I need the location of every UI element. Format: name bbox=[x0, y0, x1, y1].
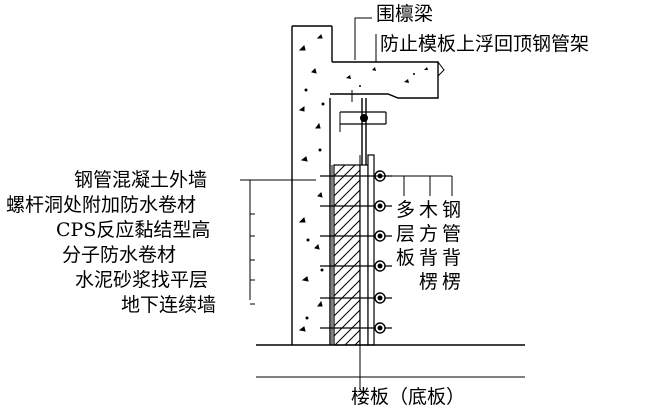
leader-lines-right bbox=[372, 175, 453, 196]
label-diaphragm-wall: 地下连续墙 bbox=[121, 294, 216, 316]
label-bolt-hole-membrane: 螺杆洞处附加防水卷材 bbox=[6, 194, 196, 216]
bolt-row-6 bbox=[320, 322, 392, 334]
support-frame-shape bbox=[339, 98, 387, 166]
label-cps-line1: CPS反应黏结型高 bbox=[56, 219, 210, 241]
leader-lines-top bbox=[351, 17, 377, 102]
svg-text:楞: 楞 bbox=[442, 271, 461, 293]
leader-lines-left bbox=[240, 179, 316, 305]
svg-text:多: 多 bbox=[396, 199, 415, 221]
label-anti-float-frame: 防止模板上浮回顶钢管架 bbox=[380, 33, 589, 55]
svg-text:钢: 钢 bbox=[442, 199, 461, 221]
svg-text:管: 管 bbox=[442, 223, 461, 245]
label-cps-line2: 分子防水卷材 bbox=[62, 244, 176, 266]
svg-text:背: 背 bbox=[419, 247, 438, 269]
svg-text:楞: 楞 bbox=[419, 271, 438, 293]
label-outer-wall: 钢管混凝土外墙 bbox=[74, 169, 207, 191]
svg-text:背: 背 bbox=[442, 247, 461, 269]
svg-text:层: 层 bbox=[396, 223, 415, 245]
bolt-row-5 bbox=[320, 292, 392, 304]
diaphragm-wall-shape bbox=[291, 25, 333, 345]
bolt-row-3 bbox=[320, 230, 392, 242]
svg-text:板: 板 bbox=[396, 247, 415, 269]
formwork-layers bbox=[359, 154, 375, 346]
svg-text:木: 木 bbox=[419, 199, 438, 221]
label-steel-vertical: 钢 管 背 楞 bbox=[442, 199, 461, 293]
hatched-membrane-layer bbox=[333, 164, 361, 346]
label-surround-beam: 围檩梁 bbox=[376, 3, 433, 25]
label-mortar-layer: 水泥砂浆找平层 bbox=[75, 269, 208, 291]
bolt-row-4 bbox=[320, 260, 392, 272]
label-timber-vertical: 木 方 背 楞 bbox=[419, 199, 438, 293]
floor-slab-lines bbox=[256, 344, 525, 388]
label-formwork-vertical: 多 层 板 bbox=[396, 199, 415, 269]
surround-beam-shape bbox=[330, 61, 445, 99]
label-floor-slab: 楼板（底板） bbox=[351, 386, 465, 408]
svg-text:方: 方 bbox=[419, 223, 438, 245]
bolt-row-2 bbox=[320, 200, 392, 212]
